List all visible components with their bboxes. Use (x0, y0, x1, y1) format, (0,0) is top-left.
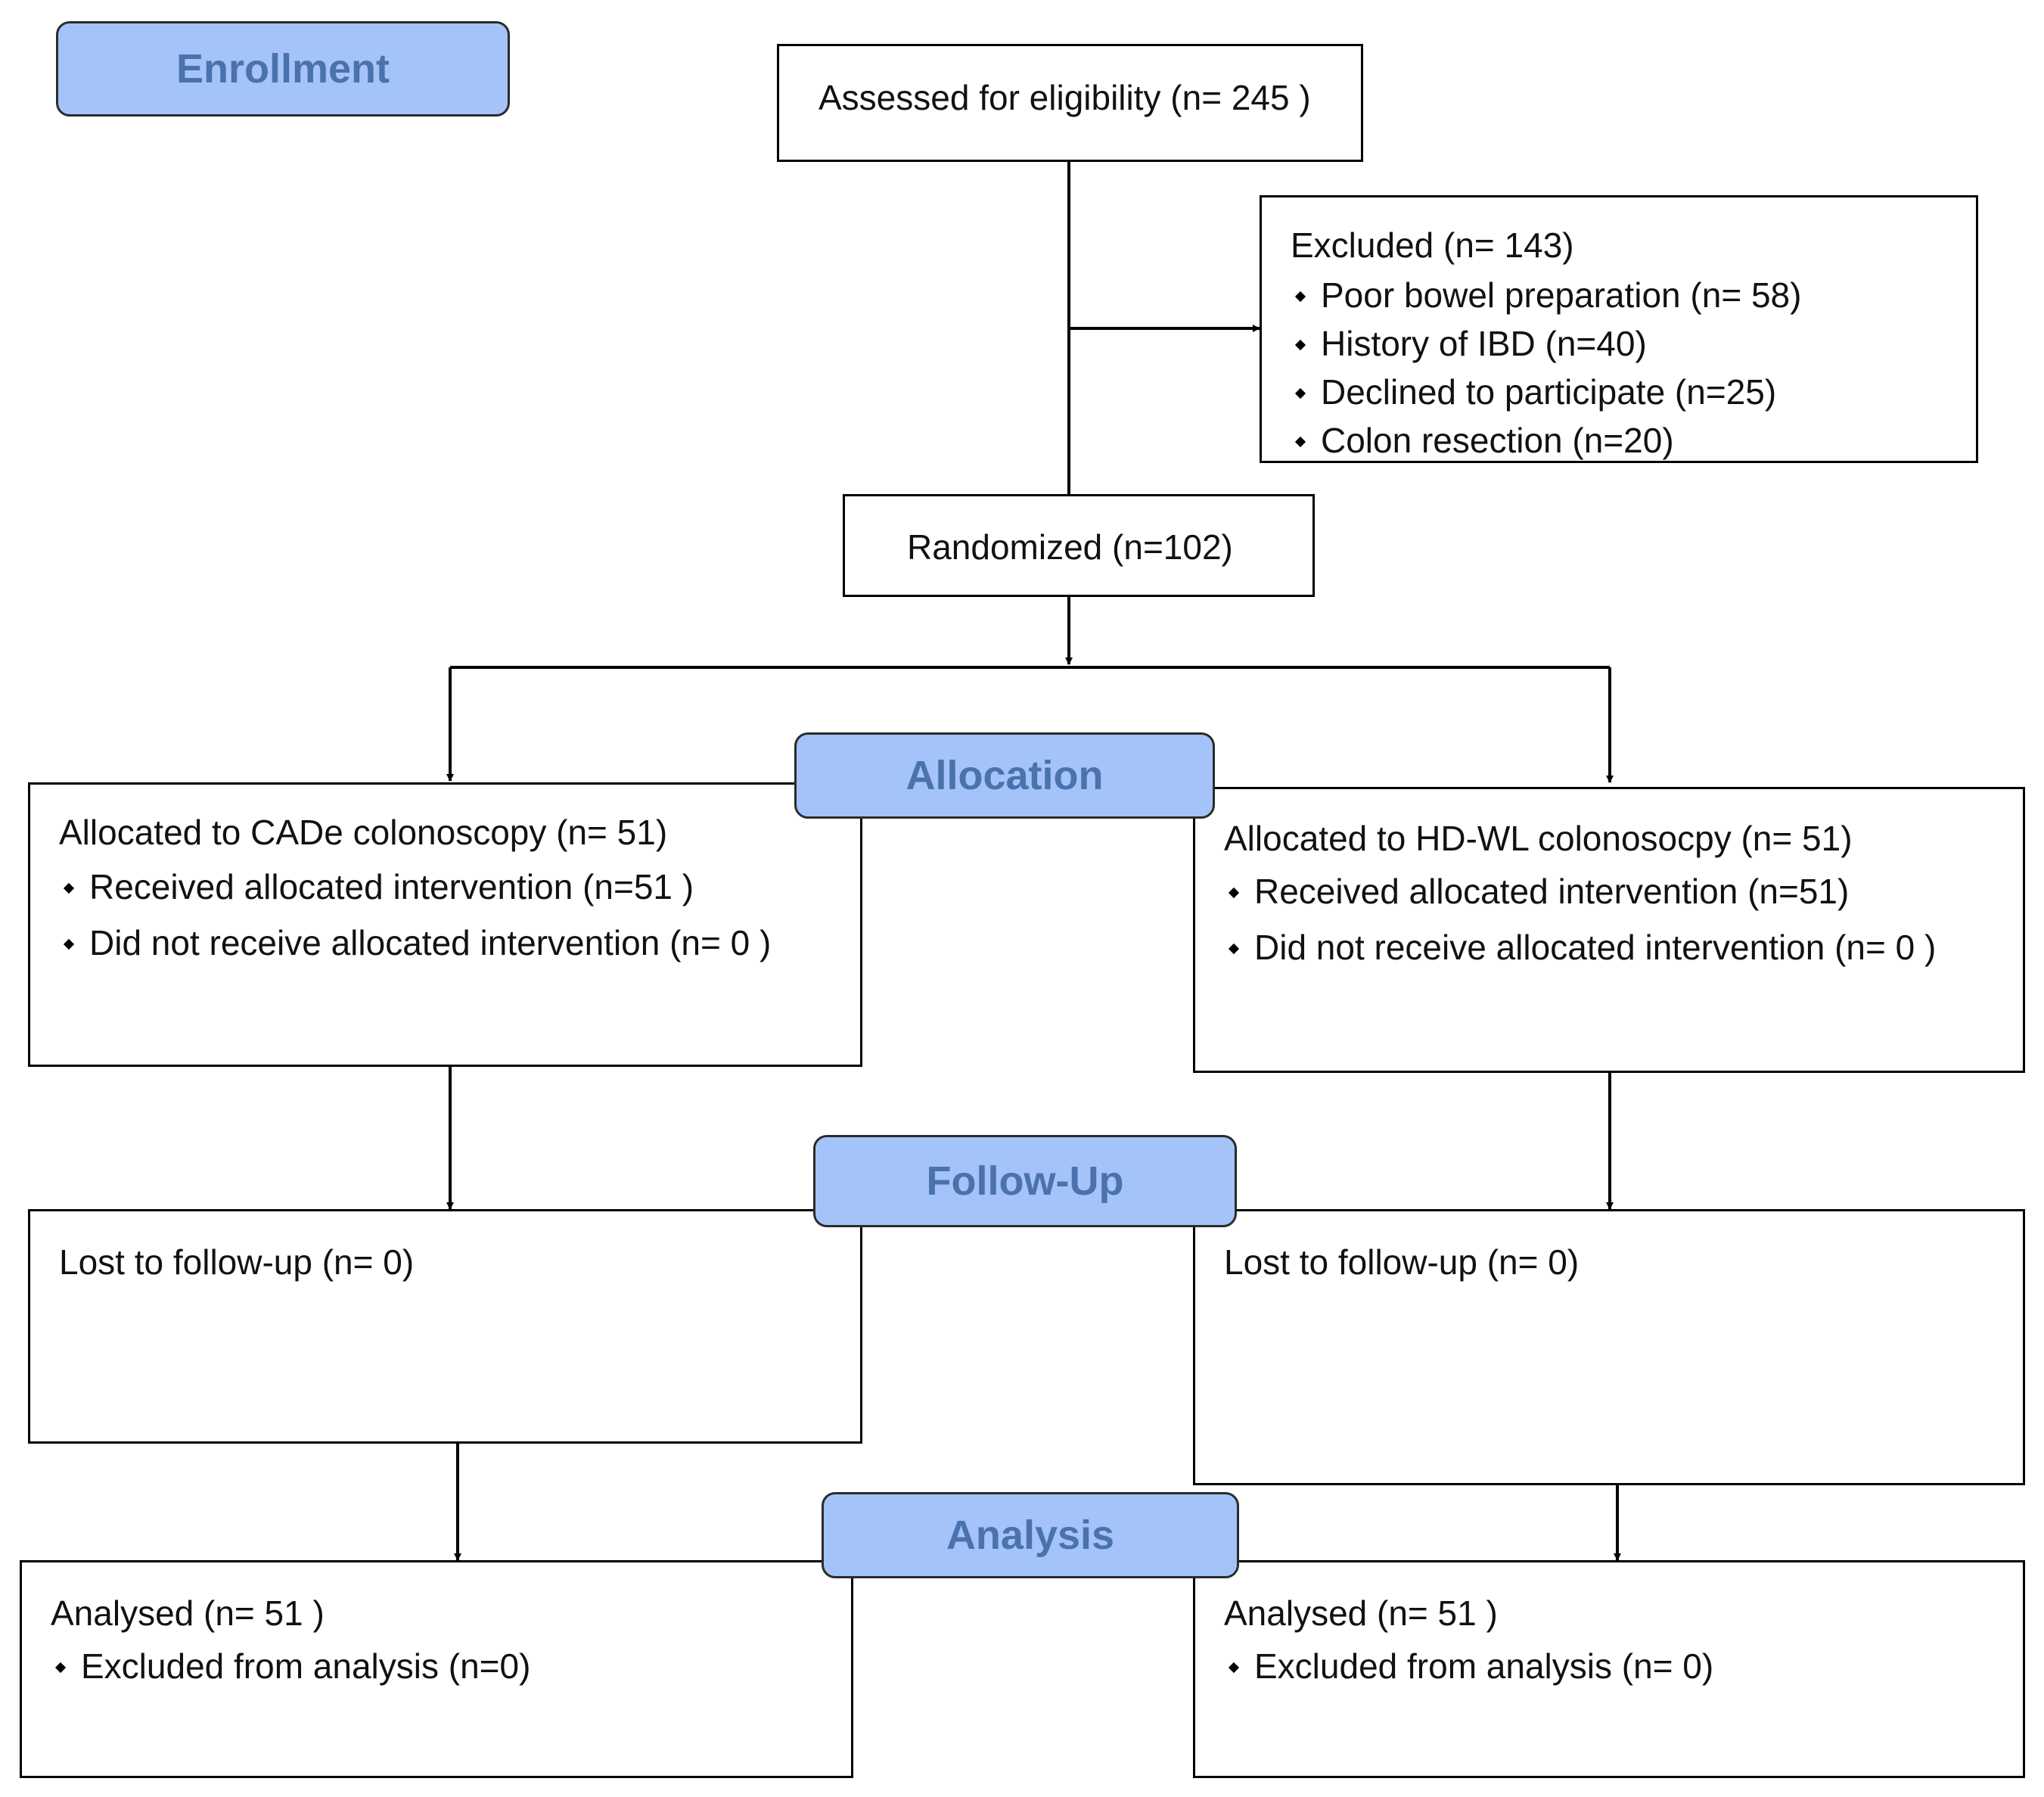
excluded-item: Declined to participate (n=25) (1294, 372, 1777, 412)
left-analysis-item-label: Excluded from analysis (n=0) (81, 1646, 531, 1686)
excluded-item: Poor bowel preparation (n= 58) (1294, 275, 1802, 315)
assessed-box: Assessed for eligibility (n= 245 ) (777, 44, 1363, 162)
randomized-box: Randomized (n=102) (843, 494, 1315, 597)
right-allocation-item: Did not receive allocated intervention (… (1228, 928, 1937, 967)
bullet-icon (63, 938, 75, 950)
excluded-item: History of IBD (n=40) (1294, 324, 1647, 363)
right-followup-text: Lost to follow-up (n= 0) (1224, 1242, 1580, 1282)
bullet-icon (1294, 387, 1306, 399)
left-allocation-item-label: Did not receive allocated intervention (… (89, 923, 772, 962)
left-analysis-title: Analysed (n= 51 ) (51, 1593, 325, 1633)
right-allocation-box: Allocated to HD-WL colonosocpy (n= 51) R… (1193, 787, 2025, 1073)
bullet-icon (1294, 339, 1306, 350)
left-allocation-item: Did not receive allocated intervention (… (63, 923, 772, 962)
bullet-icon (1294, 291, 1306, 302)
stage-enrollment: Enrollment (56, 21, 510, 117)
right-analysis-item: Excluded from analysis (n= 0) (1228, 1646, 1714, 1686)
left-analysis-item: Excluded from analysis (n=0) (54, 1646, 531, 1686)
stage-follow-up: Follow-Up (813, 1135, 1237, 1227)
stage-allocation: Allocation (794, 732, 1215, 819)
right-analysis-title: Analysed (n= 51 ) (1224, 1593, 1498, 1633)
assessed-text: Assessed for eligibility (n= 245 ) (819, 78, 1311, 117)
excluded-item-label: Poor bowel preparation (n= 58) (1321, 275, 1802, 315)
right-analysis-box: Analysed (n= 51 ) Excluded from analysis… (1193, 1560, 2025, 1778)
right-allocation-item-label: Did not receive allocated intervention (… (1254, 928, 1937, 967)
right-allocation-title: Allocated to HD-WL colonosocpy (n= 51) (1224, 819, 1853, 858)
right-allocation-item: Received allocated intervention (n=51) (1228, 872, 1850, 911)
right-allocation-item-label: Received allocated intervention (n=51) (1254, 872, 1850, 911)
excluded-box: Excluded (n= 143) Poor bowel preparation… (1260, 195, 1978, 463)
right-followup-box: Lost to follow-up (n= 0) (1193, 1209, 2025, 1485)
excluded-item-label: History of IBD (n=40) (1321, 324, 1647, 363)
excluded-item-label: Colon resection (n=20) (1321, 421, 1674, 460)
excluded-item: Colon resection (n=20) (1294, 421, 1674, 460)
bullet-icon (1228, 943, 1240, 954)
bullet-icon (63, 882, 75, 894)
left-allocation-item-label: Received allocated intervention (n=51 ) (89, 867, 694, 906)
left-followup-box: Lost to follow-up (n= 0) (28, 1209, 862, 1444)
excluded-item-label: Declined to participate (n=25) (1321, 372, 1777, 412)
randomized-text: Randomized (n=102) (907, 527, 1233, 567)
left-followup-text: Lost to follow-up (n= 0) (59, 1242, 415, 1282)
left-allocation-item: Received allocated intervention (n=51 ) (63, 867, 694, 906)
bullet-icon (1294, 436, 1306, 447)
bullet-icon (1228, 887, 1240, 898)
bullet-icon (1228, 1662, 1240, 1673)
excluded-title: Excluded (n= 143) (1291, 225, 1574, 265)
left-allocation-title: Allocated to CADe colonoscopy (n= 51) (59, 813, 668, 852)
left-allocation-box: Allocated to CADe colonoscopy (n= 51) Re… (28, 782, 862, 1067)
right-analysis-item-label: Excluded from analysis (n= 0) (1254, 1646, 1714, 1686)
bullet-icon (54, 1662, 67, 1673)
left-analysis-box: Analysed (n= 51 ) Excluded from analysis… (20, 1560, 853, 1778)
stage-analysis: Analysis (822, 1492, 1239, 1578)
